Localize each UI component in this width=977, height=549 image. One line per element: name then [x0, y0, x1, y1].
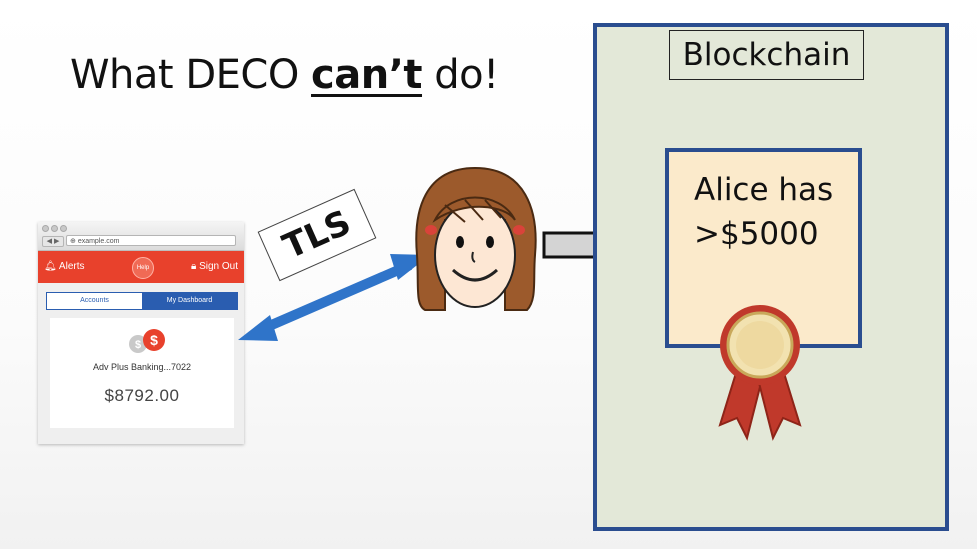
bell-icon: 🔔︎ [44, 261, 59, 272]
alerts-label: Alerts [58, 261, 85, 272]
help-button[interactable]: Help [132, 257, 154, 279]
slide-title: What DECO can’t do! [70, 52, 499, 98]
title-suffix: do! [422, 52, 499, 98]
url-text: example.com [77, 238, 120, 245]
signout-link[interactable]: 🔒︎ Sign Out [191, 261, 238, 272]
lock-icon: 🔒︎ [190, 261, 200, 272]
account-balance: $8792.00 [104, 386, 180, 405]
account-tabs: Accounts My Dashboard [46, 292, 238, 310]
claim-line-2: >$5000 [694, 216, 819, 252]
award-ribbon-icon [718, 305, 802, 441]
signout-label: Sign Out [199, 261, 238, 272]
tab-my-dashboard[interactable]: My Dashboard [142, 293, 237, 309]
girl-face-icon [415, 166, 537, 311]
svg-text:$: $ [150, 332, 158, 348]
window-controls[interactable] [42, 225, 67, 232]
svg-text:$: $ [135, 339, 141, 351]
title-emphasis: can’t [311, 52, 423, 98]
browser-chrome: ◀ ▶ ⊕ example.com [38, 222, 244, 251]
account-name: Adv Plus Banking...7022 [92, 362, 192, 372]
dollar-coins-icon: $ $ [129, 329, 165, 353]
account-card[interactable]: $ $ Adv Plus Banking...7022 $8792.00 [50, 318, 234, 428]
bank-app-bar: 🔔︎ Alerts Help 🔒︎ Sign Out [38, 251, 244, 283]
claim-line-1: Alice has [694, 172, 834, 208]
tab-accounts[interactable]: Accounts [47, 293, 142, 309]
tls-double-arrow [238, 254, 430, 341]
blockchain-label: Blockchain [669, 30, 864, 80]
alerts-link[interactable]: 🔔︎ Alerts [44, 261, 84, 272]
certificate-claim: Alice has >$5000 [694, 168, 854, 256]
bank-browser-window: ◀ ▶ ⊕ example.com 🔔︎ Alerts Help 🔒︎ Sign… [38, 222, 244, 444]
back-forward-buttons[interactable]: ◀ ▶ [42, 236, 64, 247]
title-prefix: What DECO [70, 52, 312, 98]
address-bar[interactable]: ⊕ example.com [66, 235, 236, 246]
globe-icon: ⊕ [70, 238, 78, 245]
